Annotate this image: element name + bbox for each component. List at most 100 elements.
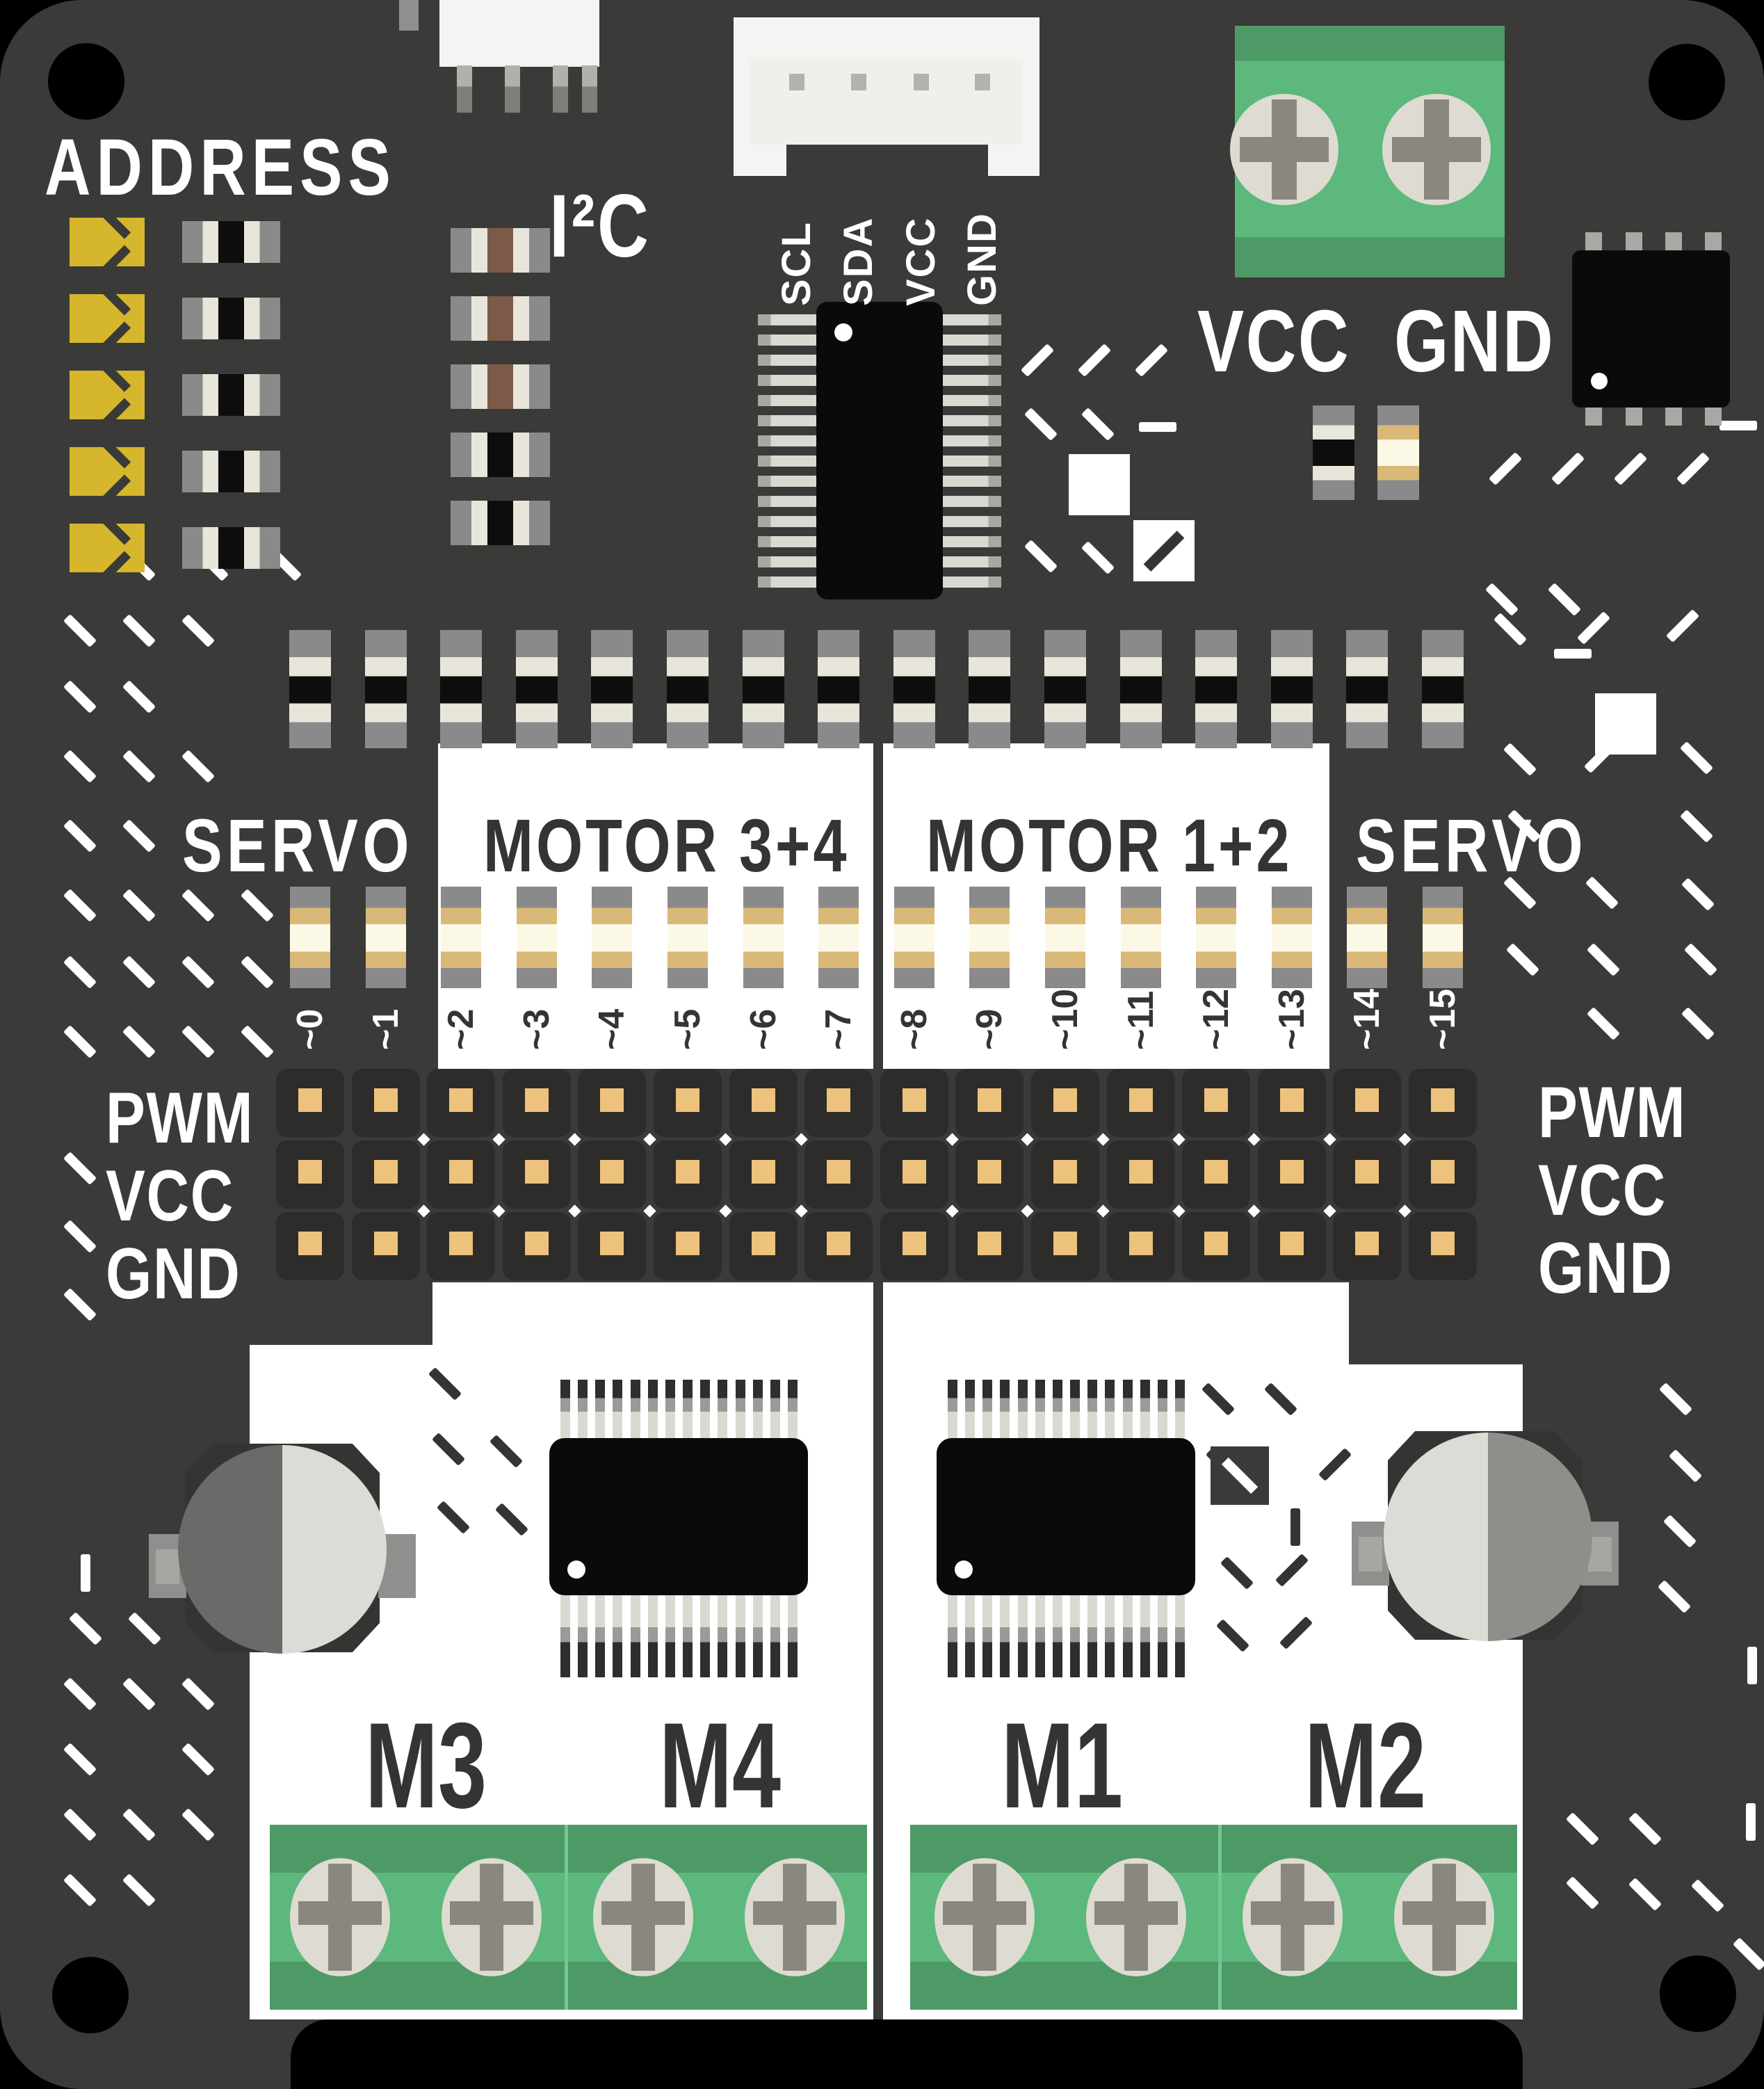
motor-area-notch-left [250,1282,432,1345]
main-ic-pin [758,395,816,406]
rear-connector-body [439,0,599,67]
jumper-chevron-top [102,371,131,392]
main-ic-pin [943,415,1001,426]
rail-left-label: VCC [106,1156,234,1236]
rail-right-label: PWM [1538,1072,1687,1153]
eeprom-pin [1626,232,1642,250]
driver-ic-pin [965,1380,975,1441]
eeprom-pin1-dot [1591,373,1608,389]
pullup-resistor [451,364,550,409]
vcc-terminal-label: VCC [1197,292,1351,390]
driver-ic-pin [683,1380,693,1441]
via-square [1595,693,1656,755]
main-ic-pin [758,455,816,467]
eeprom-pin [1705,232,1722,250]
main-ic-pin [758,496,816,507]
header-pin-pad [374,1232,398,1255]
channel-label: ~4 [592,1008,632,1050]
channel-led [1121,887,1161,988]
rail-right-label: GND [1538,1228,1674,1309]
address-resistor [182,221,280,263]
channel-resistor [1346,630,1388,748]
driver-ic-pin [578,1380,588,1441]
channel-led [366,887,406,988]
channel-resistor [969,630,1010,748]
rear-connector-leg [505,65,520,113]
header-pin-pad [978,1088,1001,1112]
header-pin-pad [1129,1232,1153,1255]
header-pin-pad [1204,1232,1228,1255]
pullup-resistor [451,501,550,545]
driver-ic-body [937,1438,1195,1595]
driver-ic-pin [1087,1594,1097,1677]
main-ic-pin [758,516,816,527]
driver-ic-pin [595,1594,605,1677]
main-ic-pin [943,395,1001,406]
motor-output-label: M4 [659,1698,782,1834]
driver-ic-pin [1175,1380,1185,1441]
pullup-resistor [451,433,550,477]
driver-ic-body [549,1438,808,1595]
main-ic-pin1-dot [834,323,852,341]
channel-resistor [1044,630,1086,748]
header-pin-pad [1431,1232,1455,1255]
channel-resistor [440,630,482,748]
pullup-resistor [451,296,550,341]
screw-slot-horizontal [1094,1901,1178,1925]
servo-left-label: SERVO [182,803,414,887]
main-ic-pin [943,496,1001,507]
address-label: ADDRESS [44,123,396,212]
main-ic-pin [943,314,1001,325]
channel-resistor [1195,630,1237,748]
channel-resistor [1271,630,1313,748]
header-pin-pad [1431,1160,1455,1184]
header-pin-pad [903,1232,926,1255]
main-ic-pin [758,556,816,567]
driver-ic-pin [578,1594,588,1677]
channel-label: ~5 [667,1008,708,1050]
header-pin-pad [600,1088,624,1112]
motor12-panel [883,743,1329,1069]
driver-ic-pin [718,1594,727,1677]
channel-label: ~7 [818,1008,859,1050]
board-bottom-edge [291,2019,1523,2089]
eeprom-pin [1585,232,1602,250]
driver-ic-pin [560,1594,570,1677]
main-ic-pin [758,334,816,346]
header-pin-pad [752,1232,775,1255]
mounting-hole-bottom-right [1660,1955,1736,2032]
driver-ic-pin [1035,1594,1045,1677]
header-pin-pad [374,1088,398,1112]
header-pin-pad [676,1232,699,1255]
screw-slot-horizontal [450,1901,533,1925]
address-jumper [70,371,145,419]
driver-ic-pin [948,1380,957,1441]
jumper-chevron-bottom [102,398,131,419]
channel-resistor [289,630,331,748]
mounting-hole-bottom-left [52,1957,129,2033]
header-pin-pad [1129,1088,1153,1112]
rear-connector-leg [582,65,597,113]
channel-led [290,887,330,988]
trace-dash [1747,1647,1757,1684]
motor34-label: MOTOR 3+4 [483,803,850,887]
header-pin-pad [1204,1088,1228,1112]
header-pin-pad [1355,1160,1379,1184]
driver-ic-pin [965,1594,975,1677]
i2c-connector-pin [851,74,866,90]
rear-connector-leg [457,65,472,113]
header-pin-pad [298,1088,322,1112]
eeprom-pin [1705,408,1722,426]
address-jumper [70,294,145,343]
driver-ic-pin [736,1380,745,1441]
electrolytic-capacitor [178,1445,387,1654]
main-ic-pin [758,415,816,426]
header-pin-pad [1431,1088,1455,1112]
channel-led [592,887,632,988]
trace-dash-dark [1290,1508,1300,1546]
driver-ic-pin [683,1594,693,1677]
channel-label: ~15 [1423,988,1463,1050]
channel-label: ~2 [441,1008,481,1050]
terminal-block-divider [565,1825,568,2010]
header-pin-pad [1053,1160,1077,1184]
